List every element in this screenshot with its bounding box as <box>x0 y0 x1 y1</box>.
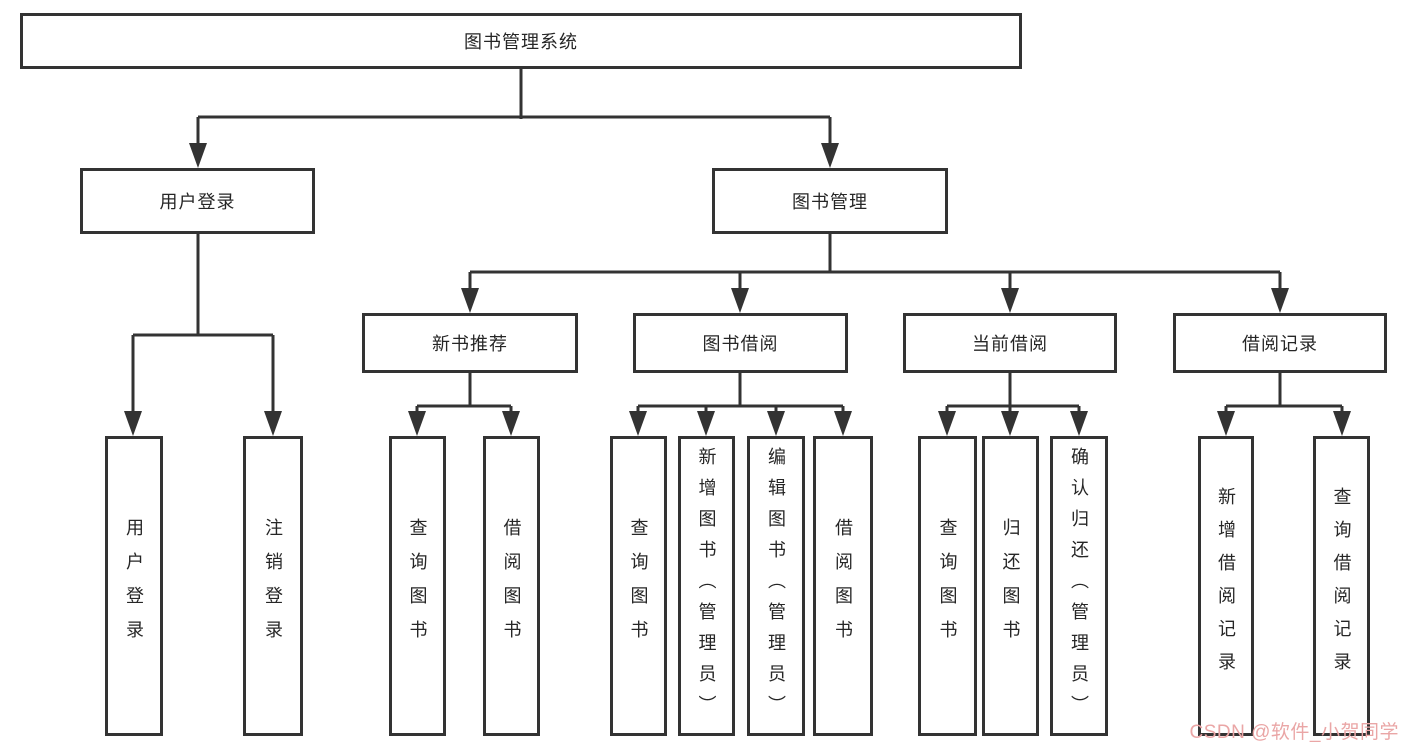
node-label: 图书管理 <box>792 192 868 212</box>
node-login-leaf: 用户登录 <box>105 436 163 736</box>
node-label: 编辑图书（管理员） <box>766 446 786 726</box>
node-logout-leaf: 注销登录 <box>243 436 303 736</box>
node-root: 图书管理系统 <box>20 13 1022 69</box>
node-cb-return-books: 归还图书 <box>982 436 1039 736</box>
node-nbr-borrow-books: 借阅图书 <box>483 436 540 736</box>
node-user-login: 用户登录 <box>80 168 315 234</box>
node-label: 新增借阅记录 <box>1216 487 1236 685</box>
node-current-borrowing: 当前借阅 <box>903 313 1117 373</box>
node-book-borrowing: 图书借阅 <box>633 313 848 373</box>
arrow-icon <box>461 288 479 313</box>
arrow-icon <box>408 411 426 436</box>
arrow-icon <box>189 143 207 168</box>
arrow-icon <box>264 411 282 436</box>
arrow-icon <box>1217 411 1235 436</box>
node-bb-borrow-books: 借阅图书 <box>813 436 873 736</box>
node-bb-add-books: 新增图书（管理员） <box>678 436 735 736</box>
node-label: 查询图书 <box>628 518 649 654</box>
node-label: 当前借阅 <box>972 334 1048 354</box>
node-label: 借阅记录 <box>1242 334 1318 354</box>
node-label: 用户登录 <box>159 192 236 212</box>
node-book-management: 图书管理 <box>712 168 948 234</box>
arrow-icon <box>1001 288 1019 313</box>
node-label: 查询图书 <box>407 518 428 654</box>
node-label: 图书借阅 <box>702 334 779 354</box>
node-nbr-query-books: 查询图书 <box>389 436 446 736</box>
arrow-icon <box>1001 411 1019 436</box>
connector-path <box>131 69 1344 413</box>
node-cb-confirm-return: 确认归还（管理员） <box>1050 436 1108 736</box>
arrow-icon <box>731 288 749 313</box>
arrow-icon <box>629 411 647 436</box>
node-label: 确认归还（管理员） <box>1069 446 1089 726</box>
node-label: 用户登录 <box>124 518 144 654</box>
arrow-icon <box>767 411 785 436</box>
node-cb-query-books: 查询图书 <box>918 436 977 736</box>
arrow-icon <box>1333 411 1351 436</box>
arrow-icon <box>821 143 839 168</box>
node-label: 查询图书 <box>937 518 958 654</box>
node-br-query-record: 查询借阅记录 <box>1313 436 1370 736</box>
node-label: 图书管理系统 <box>464 32 578 52</box>
node-label: 借阅图书 <box>501 518 522 654</box>
arrow-icon <box>1271 288 1289 313</box>
node-label: 新书推荐 <box>432 334 508 354</box>
node-label: 注销登录 <box>263 518 283 654</box>
arrow-icon <box>834 411 852 436</box>
node-bb-query-books: 查询图书 <box>610 436 667 736</box>
node-label: 新增图书（管理员） <box>696 446 717 726</box>
node-label: 归还图书 <box>1000 518 1021 654</box>
arrowheads <box>124 143 1351 436</box>
node-label: 借阅图书 <box>833 518 853 654</box>
csdn-watermark: CSDN @软件_小贺同学 <box>1189 722 1399 743</box>
node-borrowing-records: 借阅记录 <box>1173 313 1387 373</box>
arrow-icon <box>502 411 520 436</box>
node-bb-edit-books: 编辑图书（管理员） <box>747 436 805 736</box>
node-br-add-record: 新增借阅记录 <box>1198 436 1254 736</box>
node-label: 查询借阅记录 <box>1331 487 1352 685</box>
arrow-icon <box>1070 411 1088 436</box>
node-new-book-recommend: 新书推荐 <box>362 313 578 373</box>
arrow-icon <box>697 411 715 436</box>
arrow-icon <box>124 411 142 436</box>
arrow-icon <box>938 411 956 436</box>
